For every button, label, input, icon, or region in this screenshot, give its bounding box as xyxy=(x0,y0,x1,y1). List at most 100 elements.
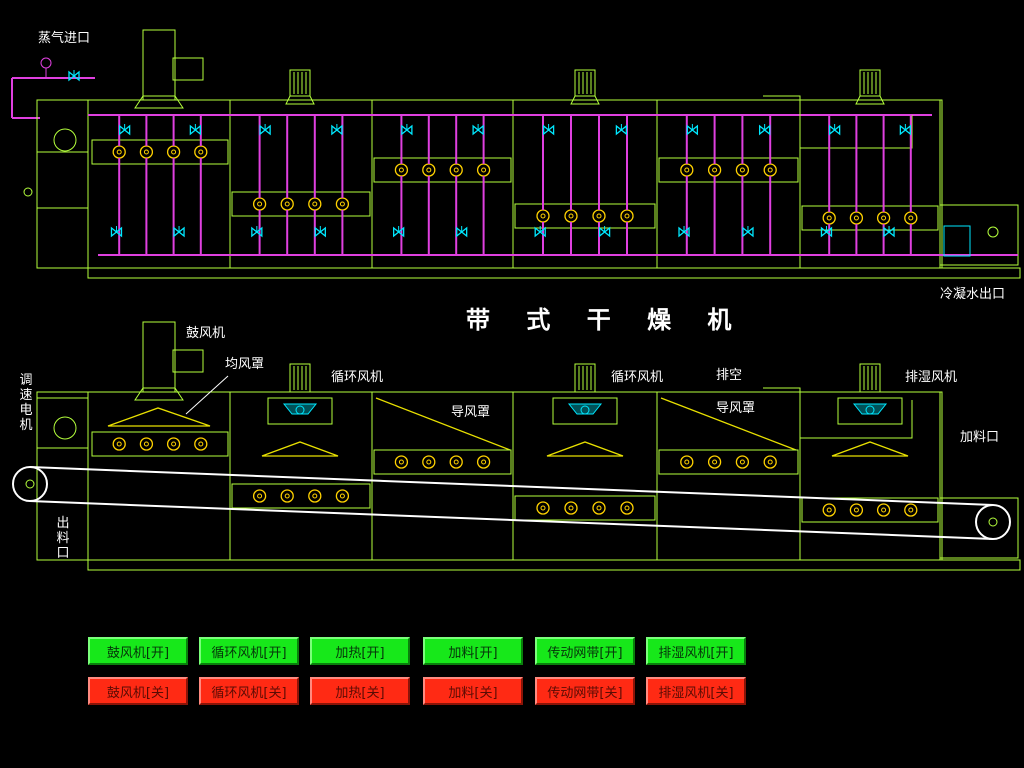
feeding-on-button[interactable]: 加料[开] xyxy=(423,637,523,665)
heater-coil-icon xyxy=(620,209,634,223)
impeller-hub xyxy=(580,405,590,415)
motor-body-icon xyxy=(574,69,596,97)
deflector-icon xyxy=(261,441,339,457)
heater-coil-icon xyxy=(592,501,606,515)
valve-icon xyxy=(883,226,895,238)
heater-core xyxy=(198,149,204,155)
valve-icon xyxy=(678,226,690,238)
heater-core xyxy=(767,459,773,465)
guide-hood-label-2: 导风罩 xyxy=(716,401,756,416)
valve-icon xyxy=(68,70,80,82)
heater-core xyxy=(826,215,832,221)
dehumidify-fan-label: 排湿风机 xyxy=(905,370,958,385)
dehumidify-fan-on-button[interactable]: 排湿风机[开] xyxy=(646,637,746,665)
heater-core xyxy=(826,507,832,513)
heater-coil-icon xyxy=(680,455,694,469)
dryer-base-side xyxy=(87,559,1021,571)
heater-core xyxy=(171,149,177,155)
heater-coil-icon xyxy=(876,503,891,517)
valve-icon xyxy=(828,124,841,136)
heater-core xyxy=(712,459,718,465)
valve-icon xyxy=(118,124,131,136)
heater-coil-icon xyxy=(139,145,154,159)
heater-coil-icon xyxy=(194,145,208,159)
heater-core xyxy=(684,459,690,465)
feed-end-top xyxy=(939,204,1019,266)
valve-icon xyxy=(598,226,611,238)
drive-roller-icon xyxy=(12,466,48,502)
heater-coil-icon xyxy=(449,455,463,469)
heater-bank-top xyxy=(231,191,371,217)
dehumidify-fan-off-button[interactable]: 排湿风机[关] xyxy=(646,677,746,705)
exhaust-duct-side xyxy=(763,387,913,439)
feed-inlet-label: 加料口 xyxy=(960,430,1000,445)
heater-coil-icon xyxy=(194,437,208,451)
motor-base xyxy=(570,95,600,105)
valve-icon xyxy=(259,124,271,136)
side-view-diagram xyxy=(12,321,1021,571)
mesh-belt-off-button[interactable]: 传动网带[关] xyxy=(535,677,635,705)
fan-motor-icon xyxy=(574,363,596,393)
heater-bank-side xyxy=(91,431,229,457)
heater-core xyxy=(284,493,290,499)
motor-wheel-icon xyxy=(53,128,77,152)
heater-bank-side xyxy=(801,497,939,523)
heater-core xyxy=(881,507,887,513)
feed-roller-icon xyxy=(987,226,999,238)
valve-icon xyxy=(401,124,413,136)
blower-off-button[interactable]: 鼓风机[关] xyxy=(88,677,188,705)
heater-coil-icon xyxy=(849,211,864,225)
valve-icon xyxy=(331,124,343,136)
dryer-chambers-top xyxy=(87,99,941,269)
blower-motor-icon xyxy=(172,349,204,373)
valve-icon xyxy=(173,226,185,238)
heater-coil-icon xyxy=(112,437,126,451)
heater-core xyxy=(481,167,487,173)
heater-core xyxy=(568,505,574,511)
heater-core xyxy=(257,493,263,499)
heater-coil-icon xyxy=(822,211,836,225)
heating-off-button[interactable]: 加热[关] xyxy=(310,677,410,705)
circulation-fan-off-button[interactable]: 循环风机[关] xyxy=(199,677,299,705)
heater-coil-icon xyxy=(707,163,722,177)
heater-coil-icon xyxy=(308,489,322,503)
heater-core xyxy=(540,505,546,511)
circulation-fan-on-button[interactable]: 循环风机[开] xyxy=(199,637,299,665)
blower-on-button[interactable]: 鼓风机[开] xyxy=(88,637,188,665)
heater-core xyxy=(453,167,459,173)
heater-bank-side xyxy=(658,449,799,475)
valve-icon xyxy=(820,226,833,238)
heater-coil-icon xyxy=(763,455,777,469)
heater-bank-top xyxy=(373,157,512,183)
heating-on-button[interactable]: 加热[开] xyxy=(310,637,410,665)
heater-core xyxy=(684,167,690,173)
valve-icon xyxy=(542,124,555,136)
heater-coil-icon xyxy=(112,145,126,159)
heater-core xyxy=(739,459,745,465)
heater-core xyxy=(398,459,404,465)
motor-base xyxy=(855,95,885,105)
heater-coil-icon xyxy=(849,503,864,517)
heater-core xyxy=(540,213,546,219)
heater-core xyxy=(398,167,404,173)
impeller-icon xyxy=(567,403,603,415)
drive-roller-hub xyxy=(25,479,35,489)
valve-icon xyxy=(758,124,771,136)
feeding-off-button[interactable]: 加料[关] xyxy=(423,677,523,705)
speed-motor-icon xyxy=(53,416,77,440)
heater-core xyxy=(596,213,602,219)
heater-core xyxy=(312,201,318,207)
heater-core xyxy=(481,459,487,465)
air-hood-icon xyxy=(107,407,211,427)
motor-bay-side xyxy=(36,397,89,449)
heater-core xyxy=(426,167,432,173)
dryer-chambers-side xyxy=(87,391,941,561)
tail-roller-hub xyxy=(988,517,998,527)
tail-roller-icon xyxy=(975,504,1011,540)
heater-coil-icon xyxy=(564,209,578,223)
mesh-belt-on-button[interactable]: 传动网带[开] xyxy=(535,637,635,665)
heater-coil-icon xyxy=(763,163,777,177)
page-title: 带 式 干 燥 机 xyxy=(466,306,746,334)
heater-coil-icon xyxy=(166,437,181,451)
heater-core xyxy=(596,505,602,511)
